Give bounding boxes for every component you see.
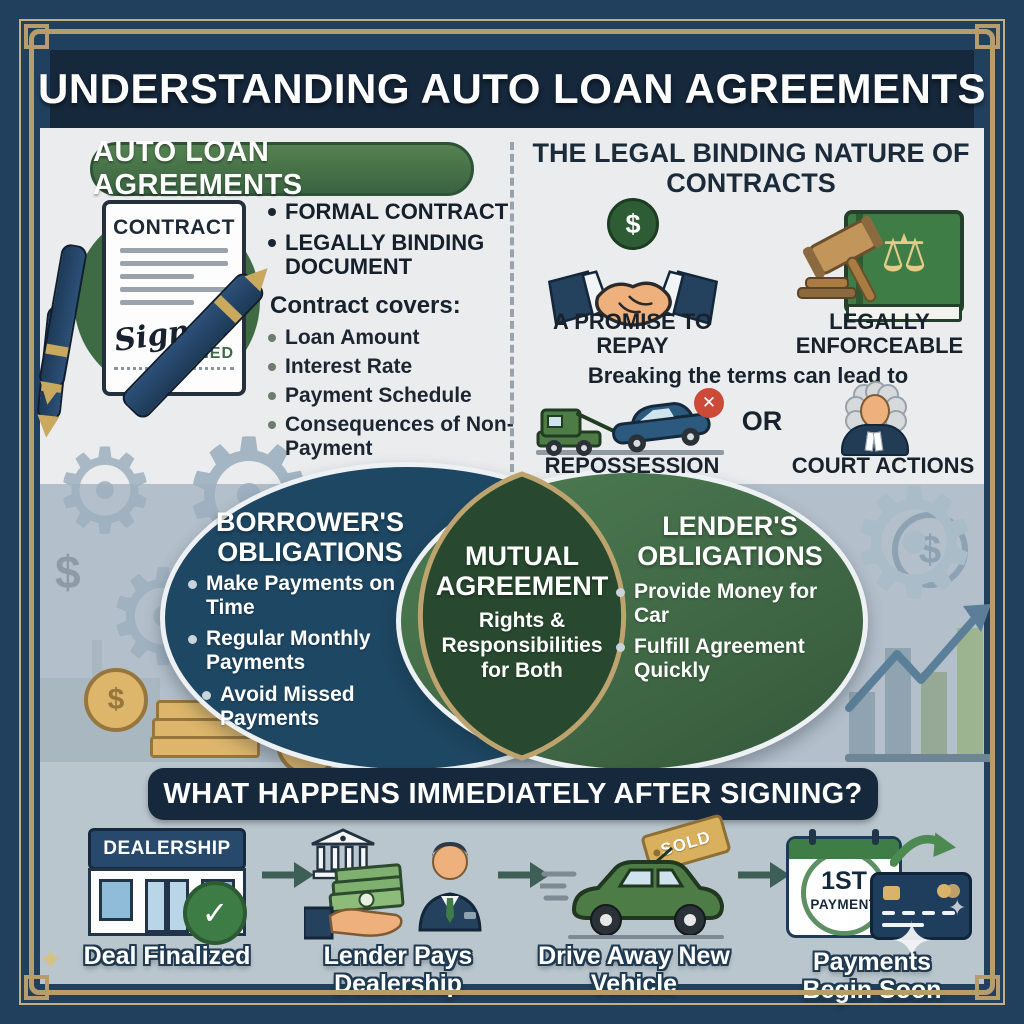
covers-heading: Contract covers: [270, 291, 461, 319]
sparkle-icon: ✦ [38, 943, 64, 978]
dealer-person-icon [418, 842, 482, 932]
dollar-coin-icon: $ [84, 668, 148, 732]
dealership-sign: DEALERSHIP [88, 828, 246, 870]
list-item: Provide Money for Car [616, 580, 844, 628]
step-label: Deal Finalized [83, 942, 251, 970]
growth-chart-decoration [845, 604, 995, 762]
window-icon [99, 879, 133, 921]
dollar-coin-icon: $ [607, 198, 659, 250]
step-label: Lender Pays Dealership [323, 942, 473, 998]
gavel-and-book-block: ⚖ [788, 200, 968, 322]
step-arrow-icon [262, 862, 314, 888]
auto-loan-heading: AUTO LOAN AGREEMENTS [93, 136, 303, 201]
tow-truck-icon [536, 402, 724, 456]
step-arrow-icon [738, 862, 790, 888]
corner-ornament [24, 24, 49, 49]
step-arrow-icon [498, 862, 550, 888]
list-item: Loan Amount [268, 326, 514, 350]
timeline-step-payments-begin: 1ST PAYMENT Payments Begin Soon [778, 828, 972, 1004]
timeline-step-deal-finalized: DEALERSHIP ✓ Deal Finalized [72, 828, 262, 970]
judge-icon [833, 381, 913, 456]
list-item: Regular Monthly Payments [188, 627, 418, 675]
gear-dollar-decoration: ⚙ $ [846, 468, 1006, 628]
sparkle-icon: ✦ [948, 896, 967, 921]
check-icon: ✓ [183, 881, 247, 945]
auto-loan-heading-pill: AUTO LOAN AGREEMENTS [90, 136, 474, 201]
timeline-heading-banner: WHAT HAPPENS IMMEDIATELY AFTER SIGNING? [148, 768, 878, 820]
mutual-subtext: Rights & Responsibilities for Both [441, 609, 603, 683]
or-label: OR [741, 406, 783, 436]
page-title: UNDERSTANDING AUTO LOAN AGREEMENTS [38, 65, 987, 112]
red-x-icon: ✕ [694, 388, 724, 418]
lender-items: Provide Money for Car Fulfill Agreement … [616, 580, 844, 691]
sparkle-icon: ✦ [890, 912, 934, 972]
first-payment-top: 1ST [821, 867, 867, 895]
list-item: LEGALLY BINDING DOCUMENT [268, 230, 514, 280]
timeline-step-drive-away: SOLD Drive Away New Vehicle [538, 813, 732, 998]
handshake-icon [547, 270, 719, 327]
credit-card-icon [870, 872, 972, 940]
contract-illustration: CONTRACT Signed SIGNED [35, 196, 276, 439]
list-item: FORMAL CONTRACT [268, 199, 514, 225]
list-item: Avoid Missed Payments [202, 683, 418, 731]
gear-icon: ⚙ [846, 455, 983, 632]
car-icon [540, 846, 724, 939]
borrower-heading: BORROWER'S OBLIGATIONS [216, 507, 404, 567]
lender-heading: LENDER'S OBLIGATIONS [637, 511, 823, 571]
mutual-heading: MUTUAL AGREEMENT [435, 541, 609, 601]
breaking-terms-text: Breaking the terms can lead to [587, 363, 909, 388]
list-item: Payment Schedule [268, 384, 514, 408]
faint-dollar-icon: $ [55, 546, 81, 598]
skyline-silhouette [92, 640, 102, 700]
scales-icon: ⚖ [880, 224, 928, 285]
timeline-heading: WHAT HAPPENS IMMEDIATELY AFTER SIGNING? [163, 777, 863, 810]
curved-arrow-icon [890, 832, 956, 867]
hand-with-cash-icon [304, 863, 405, 940]
gear-icon: ⚙ [52, 422, 158, 560]
title-banner: UNDERSTANDING AUTO LOAN AGREEMENTS [38, 50, 986, 128]
court-actions-label: COURT ACTIONS [791, 453, 975, 478]
dollar-circle-icon: $ [892, 512, 968, 588]
list-item: Make Payments on Time [188, 572, 418, 620]
repossession-label: REPOSSESSION [544, 453, 720, 478]
list-item: Interest Rate [268, 355, 514, 379]
legal-section-heading: THE LEGAL BINDING NATURE OF CONTRACTS [532, 138, 970, 199]
corner-ornament [975, 24, 1000, 49]
step-label: Drive Away New Vehicle [538, 942, 730, 998]
step-label: Payments Begin Soon [802, 948, 942, 1004]
handshake-block: $ [547, 198, 719, 347]
list-item: Consequences of Non-Payment [268, 413, 514, 461]
first-payment-bottom: PAYMENT [810, 897, 878, 912]
borrower-items: Make Payments on Time Regular Monthly Pa… [188, 572, 418, 738]
gold-bar-icon [150, 736, 260, 758]
timeline-step-lender-pays: Lender Pays Dealership [304, 828, 492, 998]
promise-label: A PROMISE TO REPAY [553, 309, 712, 359]
dealership-icon: DEALERSHIP ✓ [72, 828, 262, 945]
enforceable-label: LEGALLY ENFORCEABLE [795, 309, 964, 359]
door-icon [145, 879, 167, 933]
mutual-lens [417, 471, 627, 761]
section-divider [510, 142, 514, 472]
gavel-icon [797, 215, 884, 303]
contract-doc-title: CONTRACT [113, 216, 235, 239]
auto-loan-bullet-list: FORMAL CONTRACT LEGALLY BINDING DOCUMENT… [268, 199, 514, 467]
list-item: Fulfill Agreement Quickly [616, 635, 844, 683]
